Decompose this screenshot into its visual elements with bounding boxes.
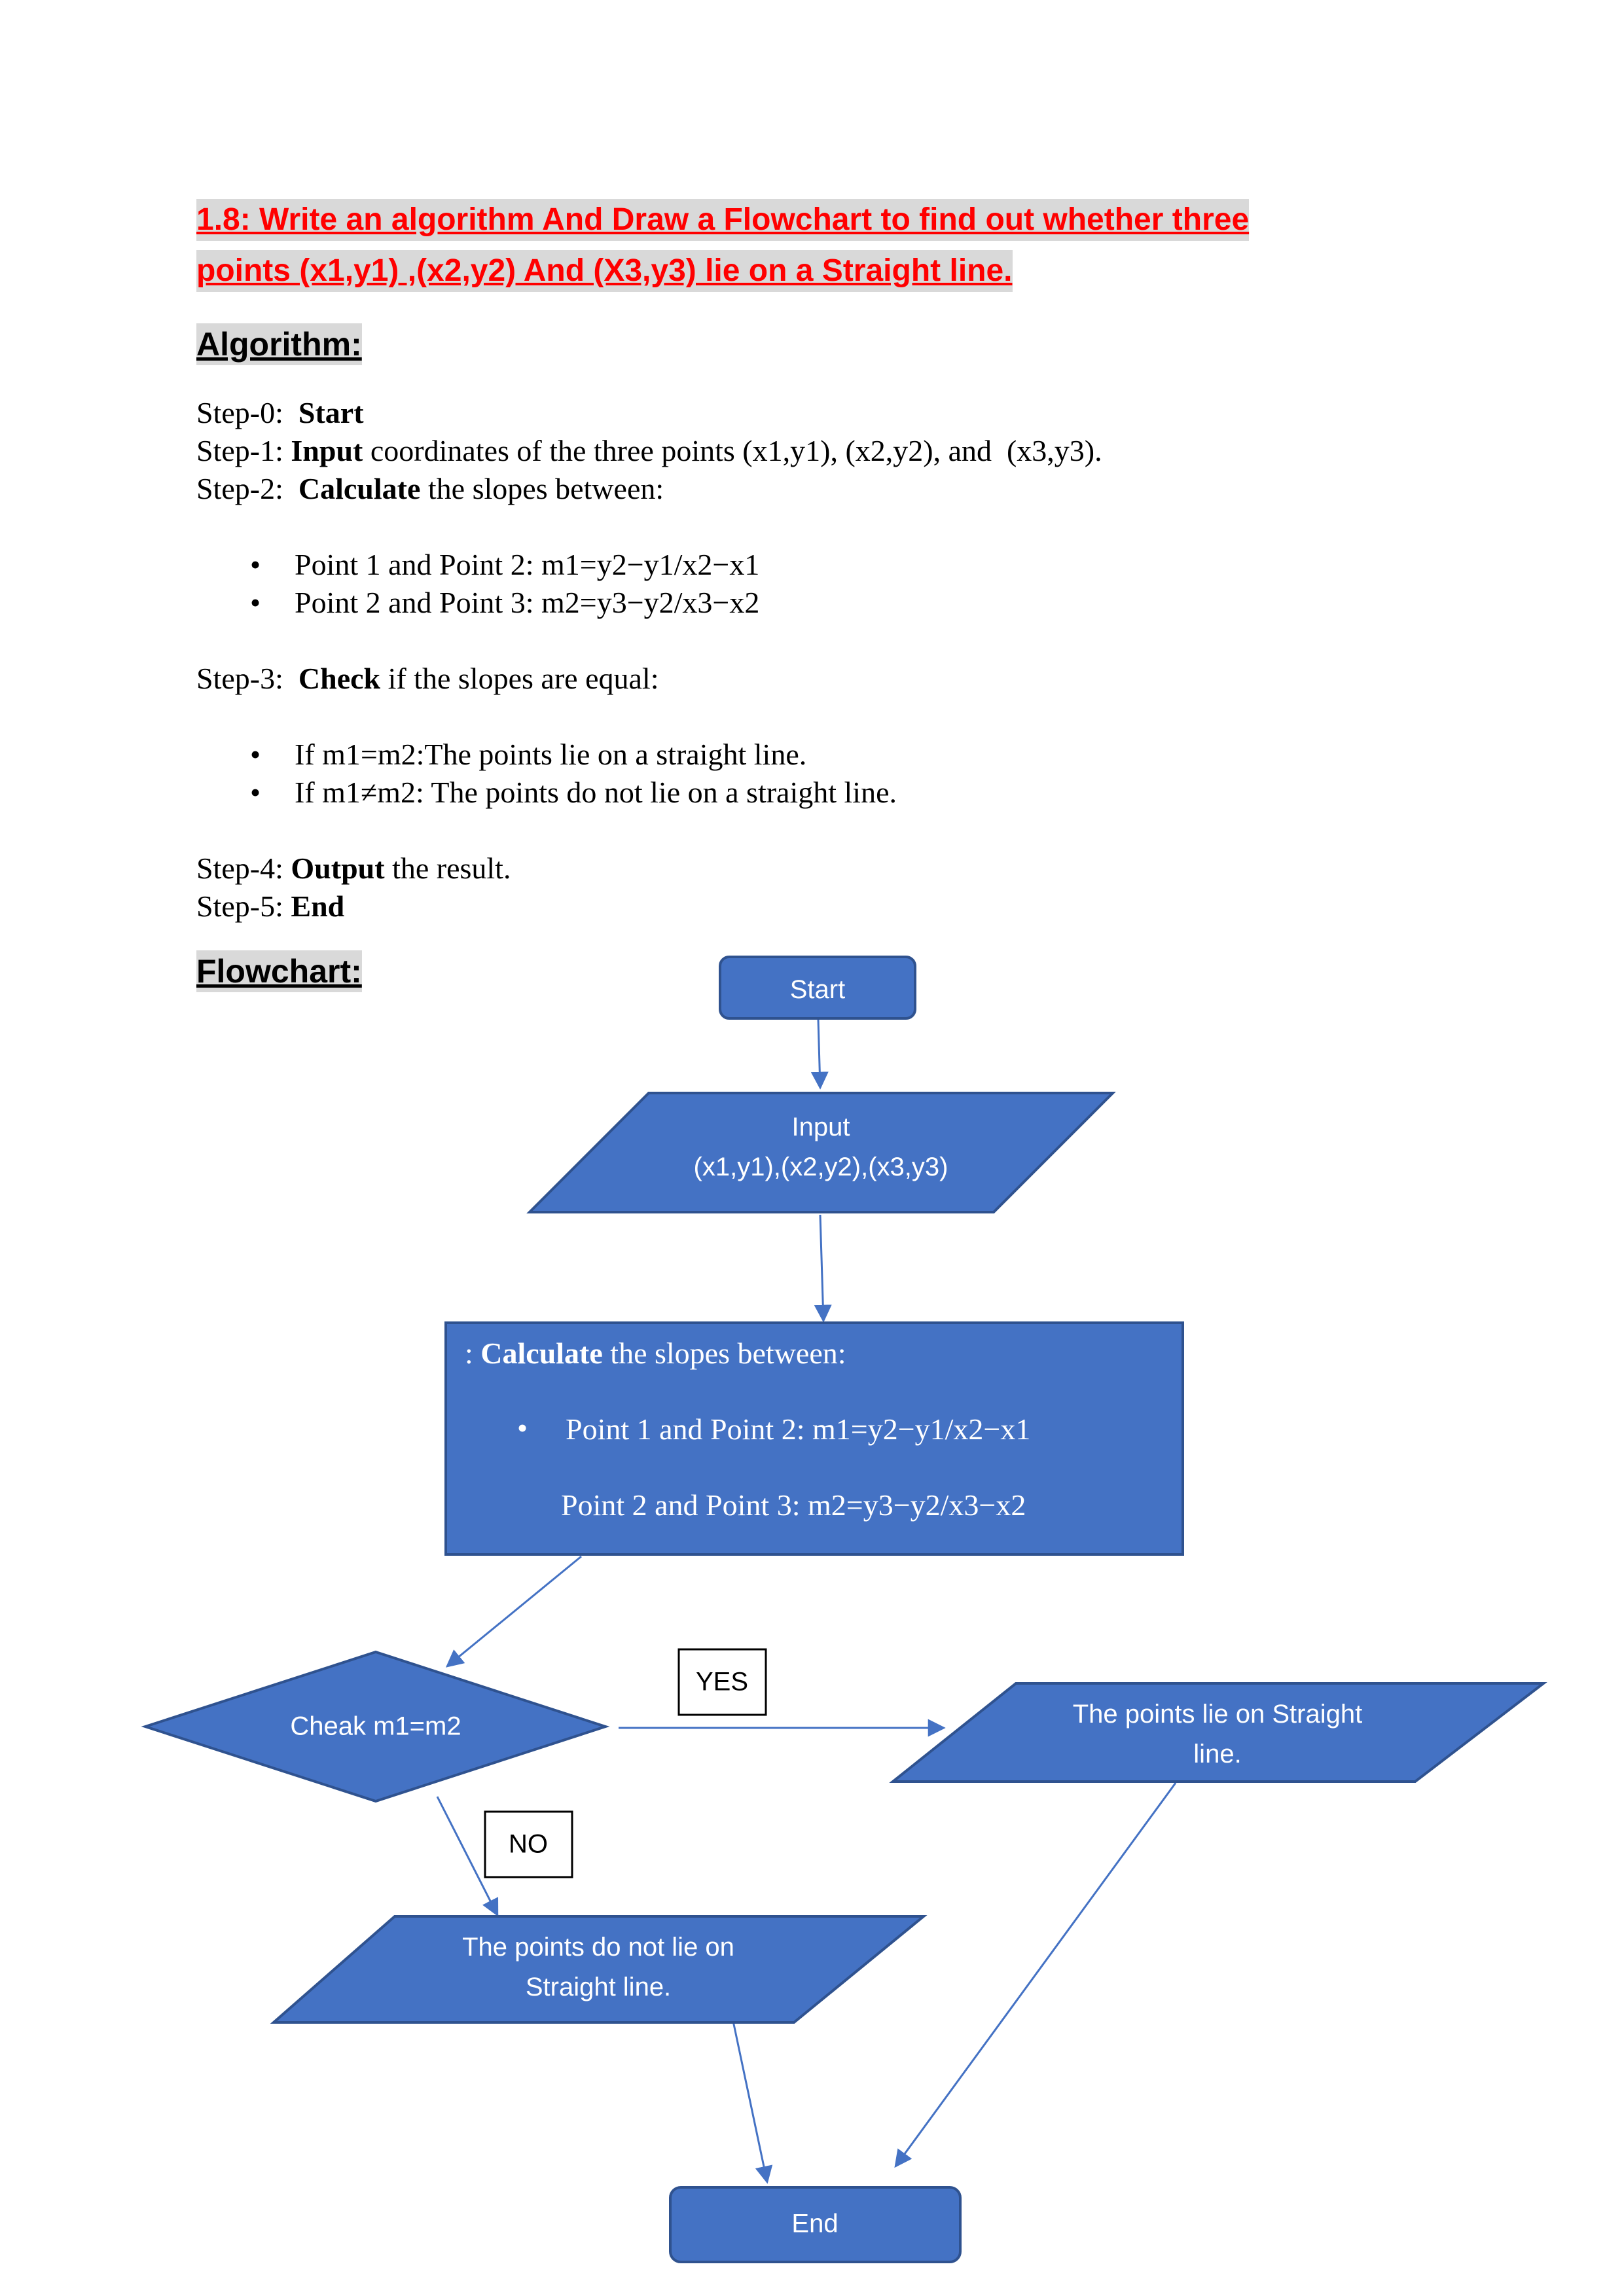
step-0: Step-0: Start	[196, 394, 364, 432]
step-1: Step-1: Input coordinates of the three p…	[196, 432, 1102, 470]
arrow-input-to-process	[814, 1214, 832, 1323]
input-label-line-2: (x1,y1),(x2,y2),(x3,y3)	[694, 1153, 948, 1181]
end-label: End	[791, 2210, 838, 2238]
flowchart-heading: Flowchart:	[196, 950, 362, 992]
step-1-text: coordinates of the three points (x1,y1),…	[363, 434, 1102, 467]
no-label: NO	[509, 1830, 548, 1859]
step-2-text: the slopes between:	[420, 472, 664, 505]
process-bullet-icon: •	[517, 1411, 528, 1444]
step-5-keyword: End	[291, 889, 345, 923]
title-line-1: 1.8: Write an algorithm And Draw a Flowc…	[196, 199, 1250, 241]
start-node: Start	[719, 956, 916, 1020]
input-label-line-1: Input	[792, 1113, 850, 1141]
output-no-node: The points do not lie on Straight line.	[270, 1915, 928, 2024]
step-2-keyword: Calculate	[298, 472, 421, 505]
step-4-text: the result.	[384, 852, 511, 885]
process-line-3: Point 2 and Point 3: m2=y3−y2/x3−x2	[561, 1488, 1026, 1522]
step-3-keyword: Check	[298, 662, 381, 695]
step-4-keyword: Output	[291, 852, 385, 885]
end-node: End	[669, 2186, 962, 2263]
step-2-bullet-2: Point 2 and Point 3: m2=y3−y2/x3−x2	[250, 584, 759, 622]
step-2-prefix: Step-2:	[196, 472, 298, 505]
no-label-box: NO	[484, 1810, 573, 1878]
output-yes-line-1: The points lie on Straight	[1073, 1700, 1362, 1729]
arrow-start-to-input	[810, 1019, 829, 1090]
process-prefix: :	[465, 1336, 480, 1370]
step-0-prefix: Step-0:	[196, 396, 298, 429]
step-2-bullet-1: Point 1 and Point 2: m1=y2−y1/x2−x1	[250, 546, 759, 584]
step-3-bullet-2: If m1≠m2: The points do not lie on a str…	[250, 774, 897, 812]
yes-label: YES	[696, 1668, 748, 1696]
output-yes-node: The points lie on Straight line.	[889, 1682, 1547, 1783]
output-no-line-2: Straight line.	[526, 1973, 671, 2001]
step-0-keyword: Start	[298, 396, 364, 429]
step-3: Step-3: Check if the slopes are equal:	[196, 660, 659, 698]
process-node: : Calculate the slopes between: • Point …	[444, 1321, 1184, 1556]
step-5: Step-5: End	[196, 888, 344, 925]
step-1-keyword: Input	[291, 434, 363, 467]
input-node: Input (x1,y1),(x2,y2),(x3,y3)	[526, 1092, 1116, 1213]
decision-label: Cheak m1=m2	[290, 1712, 461, 1741]
step-3-bullet-1: If m1=m2:The points lie on a straight li…	[250, 736, 806, 774]
step-1-prefix: Step-1:	[196, 434, 291, 467]
arrow-process-to-decision	[445, 1555, 582, 1668]
process-line-2: Point 1 and Point 2: m1=y2−y1/x2−x1	[566, 1412, 1030, 1446]
arrow-no-output-to-end	[732, 2020, 773, 2184]
step-2: Step-2: Calculate the slopes between:	[196, 470, 664, 508]
process-line-1: : Calculate the slopes between:	[465, 1336, 846, 1370]
start-label: Start	[790, 975, 845, 1004]
process-keyword: Calculate	[480, 1336, 603, 1370]
step-4: Step-4: Output the result.	[196, 850, 511, 888]
output-no-line-1: The points do not lie on	[462, 1933, 734, 1962]
step-3-prefix: Step-3:	[196, 662, 298, 695]
algorithm-heading: Algorithm:	[196, 323, 362, 365]
output-yes-line-2: line.	[1193, 1740, 1241, 1768]
title-line-2: points (x1,y1) ,(x2,y2) And (X3,y3) lie …	[196, 250, 1013, 292]
process-rest: the slopes between:	[603, 1336, 846, 1370]
step-4-prefix: Step-4:	[196, 852, 291, 885]
step-3-text: if the slopes are equal:	[380, 662, 659, 695]
yes-label-box: YES	[677, 1648, 767, 1716]
step-5-prefix: Step-5:	[196, 889, 291, 923]
arrow-yes-output-to-end	[894, 1782, 1177, 2168]
arrow-decision-no	[436, 1796, 499, 1917]
decision-node: Cheak m1=m2	[141, 1650, 610, 1803]
